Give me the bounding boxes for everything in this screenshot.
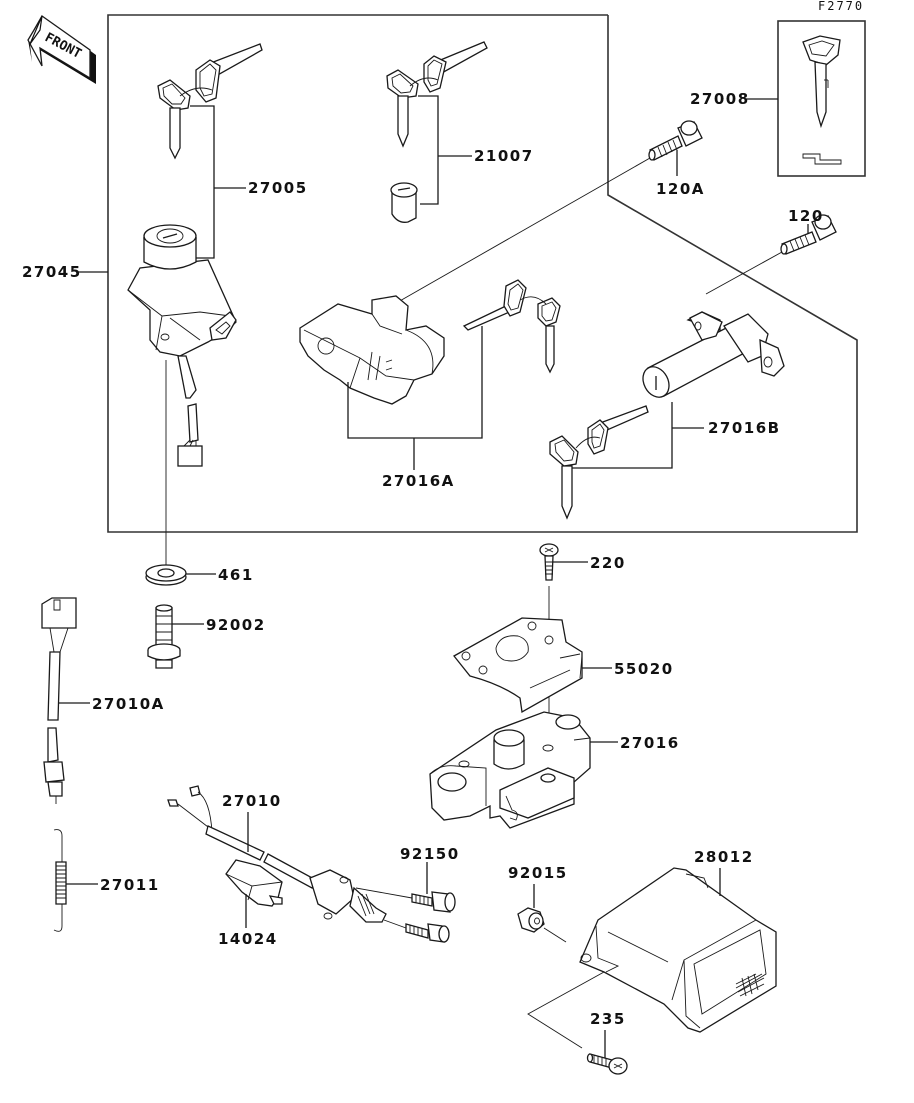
spring-27011 — [53, 829, 67, 932]
label-27010: 27010 — [222, 792, 282, 810]
label-120A: 120A — [656, 180, 705, 198]
key-profile-icon — [802, 153, 842, 165]
bolt-120A-axis — [397, 157, 651, 303]
nut-92015-axis — [543, 927, 567, 943]
label-27016: 27016 — [620, 734, 680, 752]
bolt-120 — [780, 214, 837, 255]
callout-21007 — [418, 95, 472, 205]
assembly-frame-27045 — [107, 14, 858, 533]
ignition-switch — [127, 224, 237, 467]
keys-21007 — [386, 41, 488, 148]
label-461: 461 — [218, 566, 254, 584]
cover-box-mount-line — [527, 971, 605, 1049]
label-235: 235 — [590, 1010, 626, 1028]
cover-box-28012 — [579, 867, 777, 1033]
seat-lock-27016A — [299, 295, 445, 405]
key-cylinder-21007 — [390, 182, 418, 223]
label-27010A: 27010A — [92, 695, 165, 713]
callout-27016A — [347, 326, 483, 470]
label-27016A: 27016A — [382, 472, 455, 490]
front-arrow-icon: FRONT — [27, 15, 96, 84]
bolt-120-axis — [705, 251, 783, 295]
cover-14024 — [225, 859, 283, 907]
bolt-92150-b — [383, 919, 450, 943]
nut-92015 — [517, 907, 545, 933]
label-27045: 27045 — [22, 263, 82, 281]
label-14024: 14024 — [218, 930, 278, 948]
switch-27010A — [41, 597, 77, 804]
reflector-mesh — [735, 973, 765, 997]
label-120: 120 — [788, 207, 824, 225]
label-27016B: 27016B — [708, 419, 781, 437]
label-92002: 92002 — [206, 616, 266, 634]
washer-461 — [145, 564, 187, 586]
label-92015: 92015 — [508, 864, 568, 882]
callout-27005 — [190, 105, 246, 259]
label-21007: 21007 — [474, 147, 534, 165]
label-28012: 28012 — [694, 848, 754, 866]
keys-27016A — [462, 279, 561, 374]
blank-key-icon — [802, 35, 841, 129]
switch-27010 — [167, 785, 387, 923]
bolt-92002 — [147, 604, 181, 669]
label-27008: 27008 — [690, 90, 750, 108]
bolt-120A — [648, 120, 703, 161]
ignition-keys — [157, 43, 263, 160]
lock-holder-27016 — [429, 711, 591, 829]
lock-cylinder-27016B — [642, 311, 785, 398]
label-220: 220 — [590, 554, 626, 572]
bolt-92150-a — [355, 887, 456, 913]
figure-code: F2770 — [818, 0, 864, 13]
bolt-235 — [586, 1053, 628, 1075]
screw-220 — [539, 543, 559, 581]
bracket-55020 — [453, 617, 583, 714]
callout-27016B — [572, 402, 704, 469]
key-blank-box — [777, 20, 866, 177]
label-27011: 27011 — [100, 876, 160, 894]
label-92150: 92150 — [400, 845, 460, 863]
label-55020: 55020 — [614, 660, 674, 678]
label-27005: 27005 — [248, 179, 308, 197]
keys-27016B — [549, 405, 649, 520]
